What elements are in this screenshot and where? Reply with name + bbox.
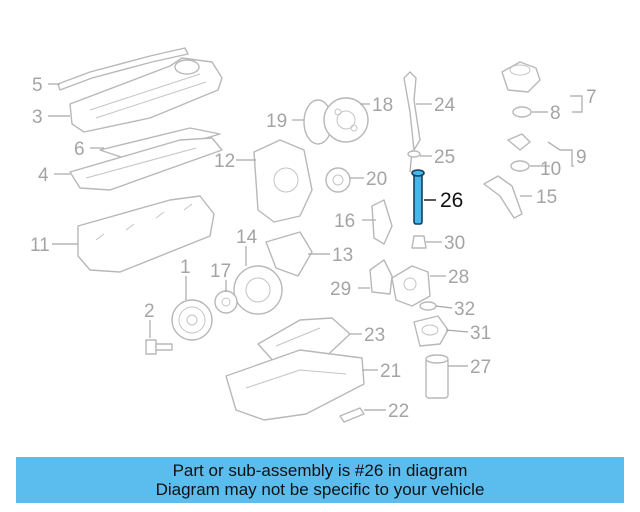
part-10-seal	[510, 160, 530, 172]
part-30-plug	[411, 235, 427, 249]
part-9-cap	[507, 133, 531, 151]
callout-24: 24	[434, 95, 456, 116]
part-17-pulley	[214, 290, 238, 314]
callout-23: 23	[364, 325, 385, 346]
part-32-seal	[419, 301, 437, 311]
callout-numbers: 5 3 6 4 11 12 19 18 20 24 25 26 7 8 9 10…	[30, 75, 597, 422]
callout-4: 4	[38, 165, 49, 186]
part-29-bracket	[369, 259, 393, 295]
part-7-filler-cap	[501, 61, 541, 93]
callout-20: 20	[366, 169, 387, 190]
part-14-seal-ring	[233, 265, 283, 315]
callout-27: 27	[470, 357, 491, 378]
callout-17: 17	[210, 261, 231, 282]
callout-11: 11	[30, 235, 50, 256]
part-18-cam-sprocket	[323, 97, 369, 143]
part-20-crank-sprocket	[325, 167, 351, 193]
part-22-sealant-tube	[339, 407, 365, 423]
callout-32: 32	[454, 299, 475, 320]
callout-31: 31	[470, 323, 491, 344]
callout-3: 3	[32, 107, 43, 128]
part-5-gasket	[57, 47, 189, 91]
part-27-oil-filter	[425, 354, 449, 399]
callout-8: 8	[550, 103, 561, 124]
callout-2: 2	[144, 301, 155, 322]
part-25-o-ring	[407, 150, 421, 158]
callout-25: 25	[434, 147, 455, 168]
part-4-gasket-plate	[69, 137, 223, 191]
part-16-bracket	[371, 199, 393, 245]
callout-5: 5	[32, 75, 43, 96]
callout-1: 1	[180, 257, 191, 278]
callout-16: 16	[334, 211, 355, 232]
callout-12: 12	[214, 151, 235, 172]
part-3-valve-cover	[69, 57, 223, 133]
callout-30: 30	[444, 233, 465, 254]
callout-13: 13	[332, 245, 353, 266]
part-6-gasket	[99, 127, 221, 161]
callout-9: 9	[576, 147, 587, 168]
callout-29: 29	[330, 279, 351, 300]
callout-28: 28	[448, 267, 469, 288]
callout-14: 14	[236, 227, 258, 248]
part-21-oil-pan	[225, 349, 365, 421]
part-11-cylinder-head	[77, 195, 215, 273]
info-banner: Part or sub-assembly is #26 in diagram D…	[16, 457, 624, 503]
leader-lines	[48, 83, 583, 411]
callout-19: 19	[266, 111, 287, 132]
callout-10: 10	[540, 159, 561, 180]
part-13-cover	[265, 231, 313, 277]
callout-7: 7	[586, 87, 597, 108]
part-31-filter-adapter	[413, 315, 449, 347]
part-15-bracket	[483, 175, 523, 219]
part-28-oil-pump	[391, 265, 431, 307]
part-26-dipstick-tube	[411, 169, 425, 225]
callout-22: 22	[388, 401, 409, 422]
part-12-timing-cover	[253, 139, 313, 223]
callout-6: 6	[74, 139, 85, 160]
part-8-seal	[512, 106, 532, 118]
callout-21: 21	[380, 361, 401, 382]
callout-18: 18	[372, 95, 393, 116]
banner-line-2: Diagram may not be specific to your vehi…	[155, 480, 485, 499]
callout-15: 15	[536, 187, 557, 208]
part-1-crank-pulley	[171, 299, 213, 341]
banner-line-1: Part or sub-assembly is #26 in diagram	[172, 461, 468, 480]
callout-26: 26	[440, 189, 463, 212]
part-2-bolt	[145, 339, 173, 355]
